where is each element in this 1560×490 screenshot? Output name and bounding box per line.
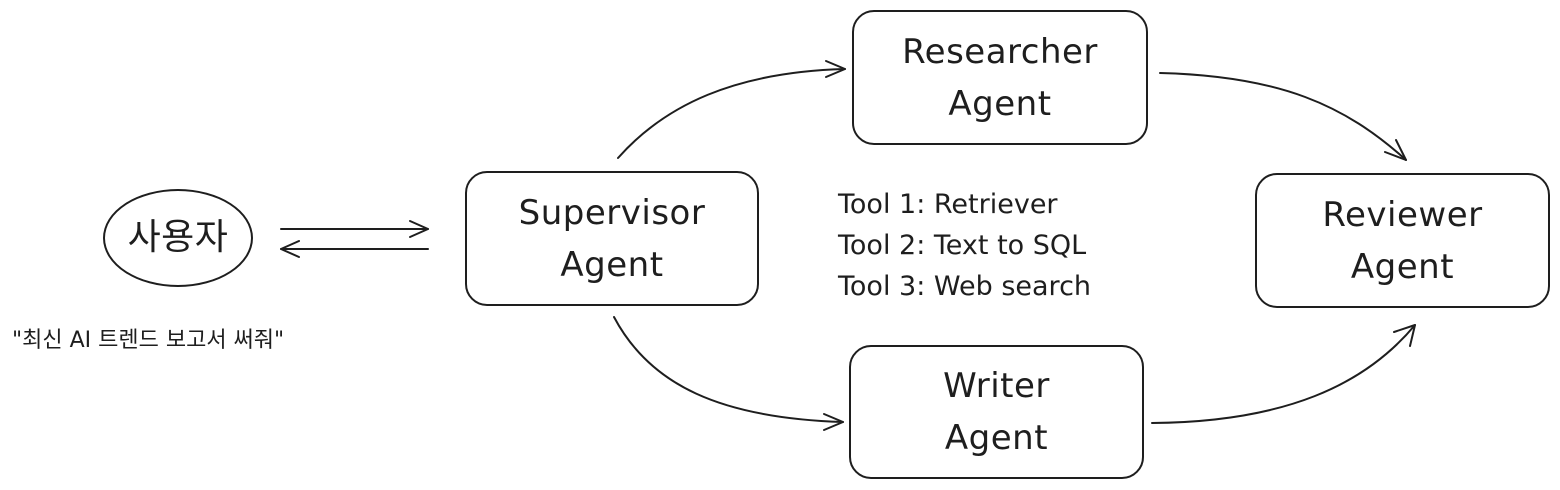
writer-agent-node: Writer Agent — [849, 345, 1144, 479]
arrowhead-researcher-to-reviewer — [1384, 139, 1407, 161]
arrowhead-supervisor-to-user — [280, 240, 300, 258]
arrowhead-supervisor-to-writer — [823, 413, 844, 431]
writer-agent-label: Writer Agent — [943, 366, 1050, 458]
edge-supervisor-to-researcher — [617, 68, 846, 159]
edge-writer-to-reviewer — [1151, 324, 1416, 424]
researcher-agent-label: Researcher Agent — [902, 31, 1098, 124]
supervisor-agent-node: Supervisor Agent — [465, 171, 759, 306]
tool-item: Tool 3: Web search — [838, 271, 1092, 302]
edge-supervisor-to-writer — [613, 316, 844, 423]
arrowhead-supervisor-to-researcher — [825, 60, 846, 78]
tool-item: Tool 1: Retriever — [838, 189, 1058, 220]
supervisor-agent-label: Supervisor Agent — [518, 192, 706, 285]
researcher-agent-node: Researcher Agent — [852, 10, 1148, 145]
user-label: 사용자 — [127, 217, 229, 258]
reviewer-agent-node: Reviewer Agent — [1255, 173, 1550, 308]
tool-item: Tool 2: Text to SQL — [838, 230, 1087, 261]
tools-list: Tool 1: Retriever Tool 2: Text to SQL To… — [838, 184, 1091, 307]
reviewer-agent-label: Reviewer Agent — [1322, 194, 1483, 287]
user-node: 사용자 — [103, 189, 253, 287]
edge-researcher-to-reviewer — [1159, 72, 1407, 161]
arrowhead-user-to-supervisor — [409, 220, 429, 238]
user-request-caption: "최신 AI 트렌드 보고서 써줘" — [12, 328, 285, 353]
arrowhead-writer-to-reviewer — [1393, 324, 1416, 347]
